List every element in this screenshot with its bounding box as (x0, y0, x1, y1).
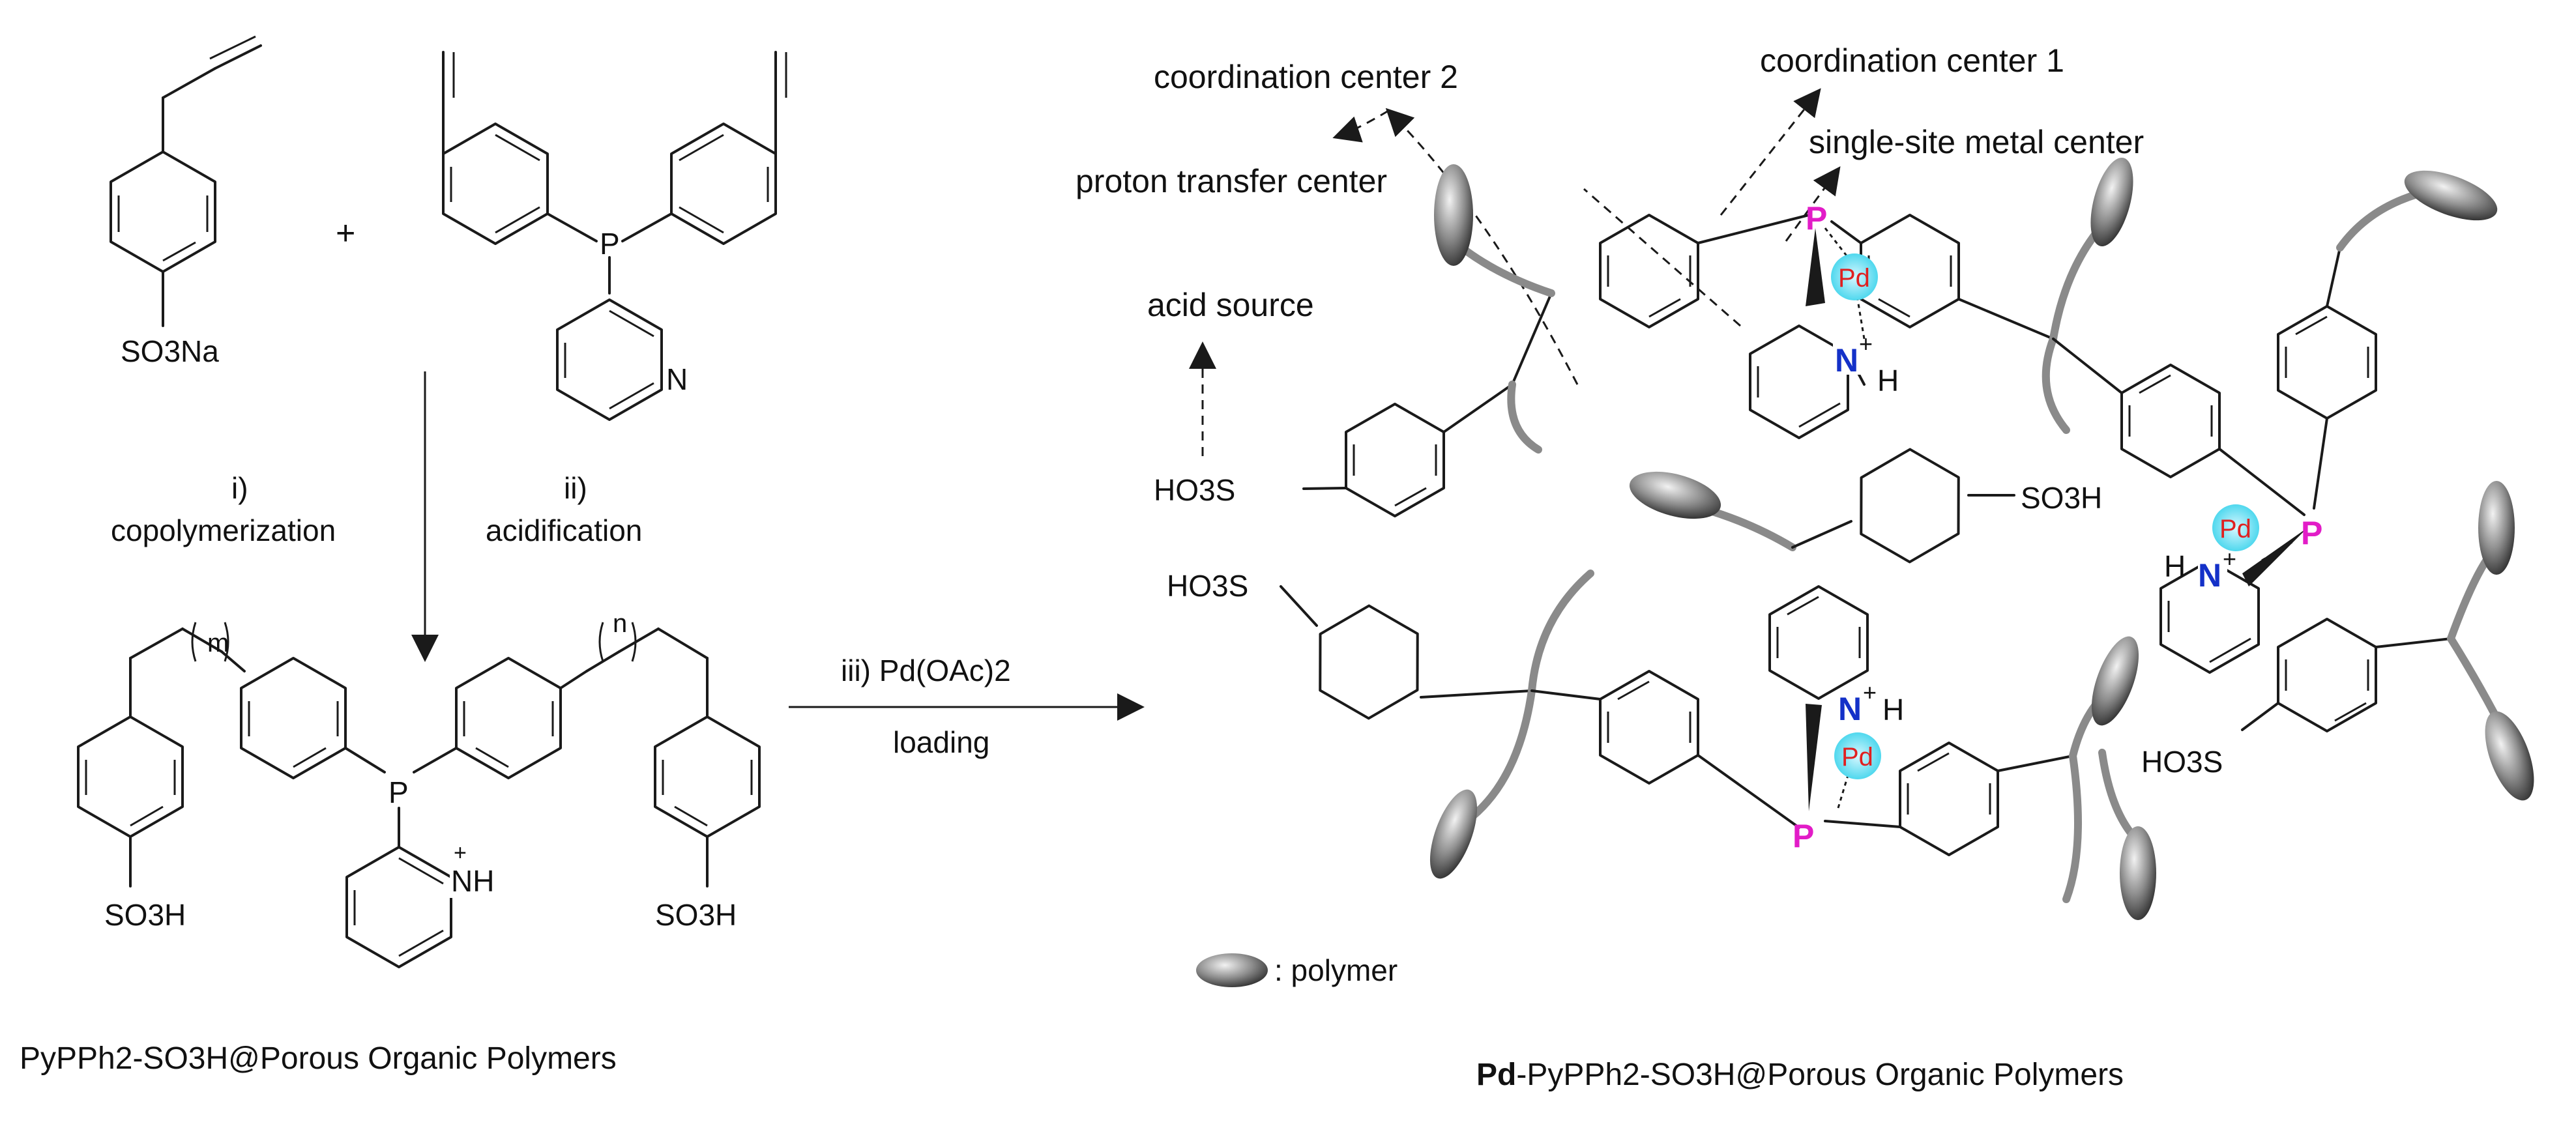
pd-site-3-nitrogen: N (1838, 691, 1862, 727)
right-caption-bold: Pd (1476, 1058, 1516, 1092)
pd-site-2 (2042, 185, 2442, 674)
sulfonic-group-lower-right: HO3S (2141, 745, 2223, 779)
copolymer-phosphorus-label: P (388, 775, 409, 809)
pd-site-2-charge: + (2223, 545, 2236, 572)
annotation-arrows (1189, 88, 1841, 456)
pd-site-3 (1280, 570, 2122, 903)
plus-sign: + (336, 214, 355, 252)
pd-site-1-palladium: Pd (1838, 264, 1870, 293)
aryl-sulfonic-upper-left (1302, 237, 1555, 517)
right-sulfonic-acid-label: SO3H (655, 898, 737, 932)
left-sulfonic-acid-label: SO3H (104, 898, 186, 932)
label-coordination-center-2: coordination center 2 (1154, 59, 1458, 95)
aryl-sulfonic-lower-right (2098, 543, 2513, 851)
polymer-legend-ellipsoid (1196, 953, 1268, 987)
pd-site-1 (1599, 214, 2055, 439)
pd-site-1-nitrogen: N (1835, 342, 1858, 379)
polymer-legend-label: : polymer (1274, 953, 1398, 987)
repeat-unit-n-label: n (613, 609, 627, 638)
step1-label: i) (231, 471, 248, 505)
polymer-legend: : polymer (1196, 953, 1398, 987)
pd-site-1-phosphorus: P (1806, 200, 1827, 237)
sodium-styrenesulfonate-structure: SO3Na (110, 35, 262, 368)
pd-site-1-hydrogen: H (1877, 364, 1899, 397)
pd-site-3-phosphorus: P (1793, 818, 1814, 854)
step3-name: loading (893, 725, 989, 759)
sulfonate-sodium-label: SO3Na (121, 334, 219, 368)
pd-site-3-charge: + (1863, 679, 1877, 706)
sulfonic-group-middle: SO3H (2021, 481, 2102, 515)
label-single-site-metal-center: single-site metal center (1809, 124, 2144, 160)
pd-site-3-hydrogen: H (1882, 693, 1904, 727)
sulfonic-group-lower-left: HO3S (1167, 569, 1248, 603)
pd-site-2-palladium: Pd (2219, 515, 2251, 543)
repeat-unit-m-label: m (207, 629, 229, 657)
step3-label: iii) Pd(OAc)2 (841, 654, 1011, 687)
step2-name: acidification (486, 513, 642, 547)
pyridinium-nh-label: NH (451, 864, 494, 898)
copolymer-structure (77, 622, 761, 968)
sulfonic-group-upper-left: HO3S (1154, 473, 1235, 507)
pd-site-2-hydrogen: H (2164, 549, 2186, 583)
ligand-nitrogen-label: N (666, 362, 688, 396)
ligand-phosphorus-label: P (600, 227, 620, 261)
pd-site-3-palladium: Pd (1841, 743, 1873, 772)
label-acid-source: acid source (1147, 287, 1314, 323)
label-coordination-center-1: coordination center 1 (1760, 42, 2064, 79)
right-product-caption: Pd-PyPPh2-SO3H@Porous Organic Polymers (1476, 1058, 2124, 1092)
pyridyl-phosphine-ligand-structure (442, 51, 787, 421)
polymer-ellipsoids (1429, 157, 2534, 920)
pyridinium-charge: + (454, 841, 467, 865)
pd-site-2-phosphorus: P (2301, 515, 2322, 551)
right-caption-rest: -PyPPh2-SO3H@Porous Organic Polymers (1516, 1058, 2124, 1092)
left-product-caption: PyPPh2-SO3H@Porous Organic Polymers (20, 1041, 617, 1076)
pd-site-2-nitrogen: N (2198, 557, 2221, 594)
step1-name: copolymerization (111, 513, 336, 547)
label-proton-transfer-center: proton transfer center (1076, 163, 1387, 199)
step2-label: ii) (564, 471, 587, 505)
pd-site-1-charge: + (1859, 330, 1873, 357)
